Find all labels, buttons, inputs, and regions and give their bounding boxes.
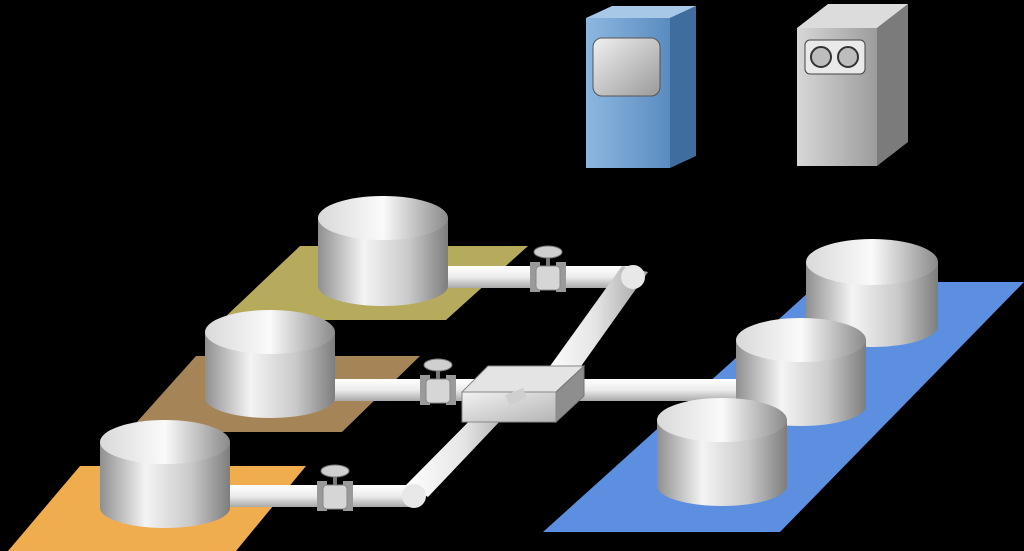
storage-tank-icon <box>736 318 866 362</box>
grey-gauge-cabinet <box>797 4 908 166</box>
source-tank-middle <box>205 310 335 418</box>
valve-bottom-line <box>317 464 353 511</box>
gate-valve-icon <box>423 358 453 372</box>
gate-valve-icon <box>533 245 563 259</box>
storage-tank-icon <box>806 239 938 285</box>
gate-valve-icon <box>320 464 350 478</box>
source-tank-top <box>318 196 448 306</box>
gauge-right-icon <box>837 46 859 68</box>
source-tank-bottom <box>100 420 230 528</box>
manifold-junction-box <box>460 364 586 424</box>
receiving-tank-middle <box>736 318 866 426</box>
storage-tank-icon <box>100 420 230 464</box>
storage-tank-icon <box>657 398 787 442</box>
gauge-left-icon <box>810 46 832 68</box>
storage-tank-icon <box>205 310 335 354</box>
valve-middle-line <box>420 358 456 405</box>
receiving-tank-front <box>657 398 787 506</box>
storage-tank-icon <box>318 196 448 240</box>
blue-display-cabinet <box>586 6 696 168</box>
valve-top-line <box>530 245 566 292</box>
display-screen-icon <box>592 37 661 97</box>
